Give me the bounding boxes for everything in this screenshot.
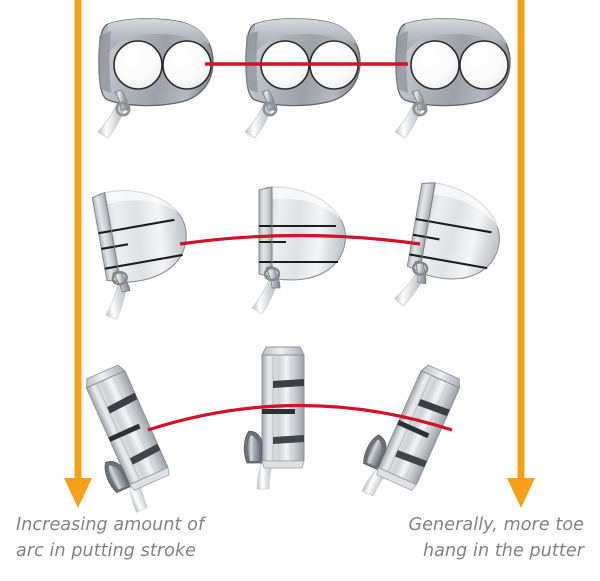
right-arrow [507, 0, 535, 508]
caption-left: Increasing amount of arc in putting stro… [16, 515, 205, 561]
left-arrow [64, 0, 92, 508]
row-face-balanced [96, 17, 512, 140]
stroke-path-slight-arc [179, 233, 421, 246]
stroke-path-strong-arc [147, 403, 453, 432]
row-strong-arc [66, 346, 464, 519]
caption-right: Generally, more toe hang in the putter [408, 515, 584, 561]
row-slight-arc [83, 177, 509, 323]
